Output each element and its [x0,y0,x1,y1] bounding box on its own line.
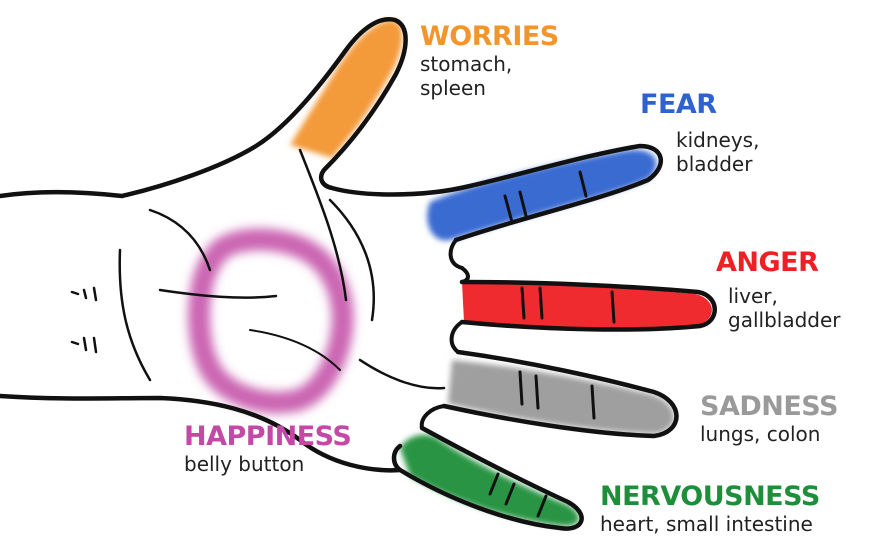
emotion-nervousness: NERVOUSNESS [600,482,820,512]
organ-fear-1: kidneys, [676,128,759,152]
emotion-anger: ANGER [716,248,841,278]
organ-fear-2: bladder [676,152,759,176]
label-worries: WORRIES stomach, spleen [420,22,559,100]
organ-happiness-1: belly button [184,452,351,476]
organ-worries-2: spleen [420,76,559,100]
label-nervousness: NERVOUSNESS heart, small intestine [600,482,820,536]
emotion-sadness: SADNESS [700,392,838,422]
organ-anger-1: liver, [728,284,841,308]
label-sadness: SADNESS lungs, colon [700,392,838,446]
label-fear: FEAR kidneys, bladder [640,90,759,176]
label-happiness: HAPPINESS belly button [184,422,351,476]
index-finger-color [427,150,656,241]
organ-worries-1: stomach, [420,52,559,76]
organ-nervousness-1: heart, small intestine [600,512,820,536]
organ-sadness-1: lungs, colon [700,422,838,446]
emotion-fear: FEAR [640,90,759,120]
happiness-circle [199,240,343,403]
emotion-happiness: HAPPINESS [184,422,351,452]
label-anger: ANGER liver, gallbladder [716,248,841,332]
organ-anger-2: gallbladder [728,308,841,332]
emotion-worries: WORRIES [420,22,559,52]
